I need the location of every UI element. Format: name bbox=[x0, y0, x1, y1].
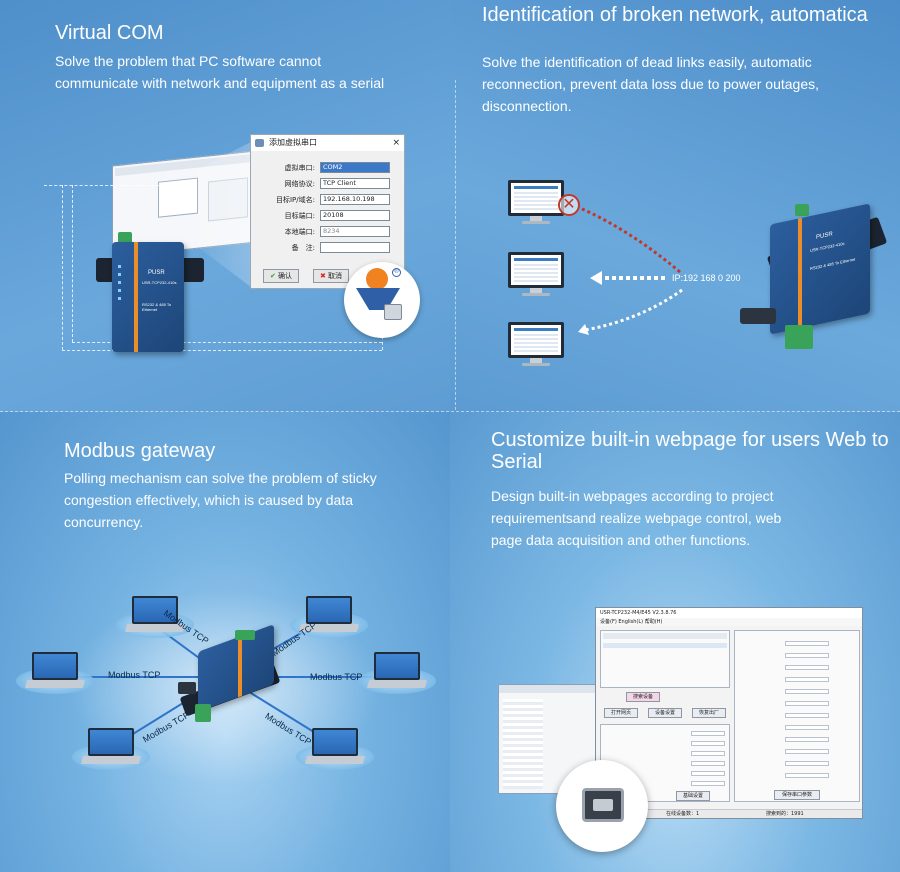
broken-network-title: Identification of broken network, automa… bbox=[482, 4, 868, 26]
target-ip-field[interactable]: 192.168.10.198 bbox=[320, 194, 390, 205]
dialog-app-icon bbox=[255, 139, 264, 147]
broken-network-description: Solve the identification of dead links e… bbox=[482, 54, 819, 114]
db9-port bbox=[740, 308, 776, 324]
dialog-title-text: 添加虚拟串口 bbox=[269, 138, 317, 147]
software-title: USR-TCP232-M4/E45 V2.3.8.76 bbox=[596, 608, 862, 618]
serial-server-device: PUSR USR-TCP232-410s RS232 & 485 To Ethe… bbox=[770, 203, 870, 335]
port-icon bbox=[384, 304, 402, 320]
terminal-block bbox=[795, 204, 809, 216]
status-found: 搜索到的：1991 bbox=[766, 811, 804, 817]
usr-logo-circle: ® bbox=[344, 262, 420, 338]
target-port-field[interactable]: 20108 bbox=[320, 210, 390, 221]
dialog-row-protocol: 网络协议: TCP Client bbox=[257, 177, 399, 191]
dialog-row-target-ip: 目标IP/域名: 192.168.10.198 bbox=[257, 193, 399, 207]
connection-arrows bbox=[578, 206, 683, 335]
mascot-icon bbox=[366, 268, 388, 290]
terminal-block bbox=[118, 232, 132, 244]
device-subtitle: RS232 & 485 To Ethernet bbox=[142, 302, 172, 312]
serial-server-device: PUSR USR-TCP232-410s RS232 & 485 To Ethe… bbox=[112, 242, 184, 352]
virtual-com-panel: Virtual COM Solve the problem that PC so… bbox=[0, 0, 450, 412]
cancel-icon: ✖ bbox=[319, 272, 326, 280]
connection-line bbox=[44, 185, 164, 186]
ethernet-port bbox=[178, 682, 196, 694]
panel-divider bbox=[0, 411, 900, 412]
terminal-block bbox=[785, 325, 813, 349]
modbus-panel: Modbus gateway Polling mechanism can sol… bbox=[0, 412, 450, 872]
device-list bbox=[600, 630, 730, 688]
connection-line bbox=[72, 185, 73, 342]
dialog-row-target-port: 目标端口: 20108 bbox=[257, 209, 399, 223]
device-brand: PUSR bbox=[148, 270, 165, 276]
local-port-field[interactable]: 8234 bbox=[320, 226, 390, 237]
basic-settings-group bbox=[600, 724, 730, 802]
software-menu[interactable]: 设备(F) English(L) 帮助(H) bbox=[596, 618, 862, 626]
remark-field[interactable] bbox=[320, 242, 390, 253]
serial-settings-group bbox=[734, 630, 860, 802]
dialog-row-virtual-com: 虚拟串口: COM2 bbox=[257, 161, 399, 175]
terminal-block bbox=[235, 630, 255, 640]
terminal-block bbox=[195, 704, 211, 722]
laptop-icon bbox=[366, 652, 428, 692]
broken-link-icon: ✕ bbox=[558, 194, 580, 216]
modbus-description: Polling mechanism can solve the problem … bbox=[64, 470, 377, 530]
open-webpage-button[interactable]: 打开网页 bbox=[604, 708, 638, 718]
led-indicators bbox=[118, 260, 121, 300]
status-bar: 在线设备数：1 搜索到的：1991 bbox=[596, 809, 862, 818]
laptop-icon bbox=[80, 728, 142, 768]
monitor-icon bbox=[508, 322, 564, 366]
laptop-icon bbox=[304, 728, 366, 768]
webpage-title: Customize built-in webpage for users Web… bbox=[491, 429, 889, 473]
ip-label: IP:192 168 0 200 bbox=[672, 273, 741, 283]
protocol-select[interactable]: TCP Client bbox=[320, 178, 390, 189]
check-icon: ✔ bbox=[269, 272, 276, 280]
device-settings-button[interactable]: 设备设置 bbox=[648, 708, 682, 718]
factory-reset-button[interactable]: 恢复出厂 bbox=[692, 708, 726, 718]
monitor-icon bbox=[508, 180, 564, 224]
connection-line bbox=[62, 185, 63, 350]
webpage-description: Design built-in webpages according to pr… bbox=[491, 488, 782, 548]
save-serial-button[interactable]: 保存串口参数 bbox=[774, 790, 820, 800]
close-icon[interactable]: × bbox=[392, 138, 400, 148]
webpage-panel: Customize built-in webpage for users Web… bbox=[450, 412, 900, 872]
db9-connector-icon bbox=[582, 788, 624, 822]
panel-divider bbox=[455, 80, 456, 410]
connection-line bbox=[62, 350, 382, 351]
laptop-icon bbox=[124, 596, 186, 636]
virtual-com-select[interactable]: COM2 bbox=[320, 162, 390, 173]
device-brand: PUSR bbox=[816, 231, 833, 241]
cancel-button[interactable]: ✖ 取消 bbox=[313, 269, 349, 283]
confirm-button[interactable]: ✔ 确认 bbox=[263, 269, 299, 283]
device-model: USR-TCP232-410s bbox=[142, 280, 177, 285]
dialog-row-remark: 备 注: bbox=[257, 241, 399, 255]
status-online: 在线设备数：1 bbox=[666, 811, 700, 817]
virtual-com-description: Solve the problem that PC software canno… bbox=[55, 53, 385, 91]
modbus-link-label: Modbus TCP bbox=[310, 672, 363, 682]
serial-port-badge bbox=[556, 760, 648, 852]
laptop-icon bbox=[298, 596, 360, 636]
modbus-link-label: Modbus TCP bbox=[108, 670, 161, 680]
dialog-row-local-port: 本地端口: 8234 bbox=[257, 225, 399, 239]
virtual-com-title: Virtual COM bbox=[55, 22, 164, 44]
device-model: USR-TCP232-410s bbox=[810, 240, 845, 254]
laptop-icon bbox=[24, 652, 86, 692]
device-subtitle: RS232 & 485 To Ethernet bbox=[810, 256, 856, 272]
configuration-software-window: USR-TCP232-M4/E45 V2.3.8.76 设备(F) Englis… bbox=[595, 607, 863, 819]
basic-set-button[interactable]: 基础设置 bbox=[676, 791, 710, 801]
broken-network-panel: Identification of broken network, automa… bbox=[450, 0, 900, 412]
registered-icon: ® bbox=[392, 268, 401, 277]
connection-line bbox=[72, 342, 382, 343]
modbus-title: Modbus gateway bbox=[64, 440, 216, 462]
monitor-icon bbox=[508, 252, 564, 296]
dialog-title: 添加虚拟串口 × bbox=[251, 135, 404, 151]
search-device-button[interactable]: 搜索设备 bbox=[626, 692, 660, 702]
